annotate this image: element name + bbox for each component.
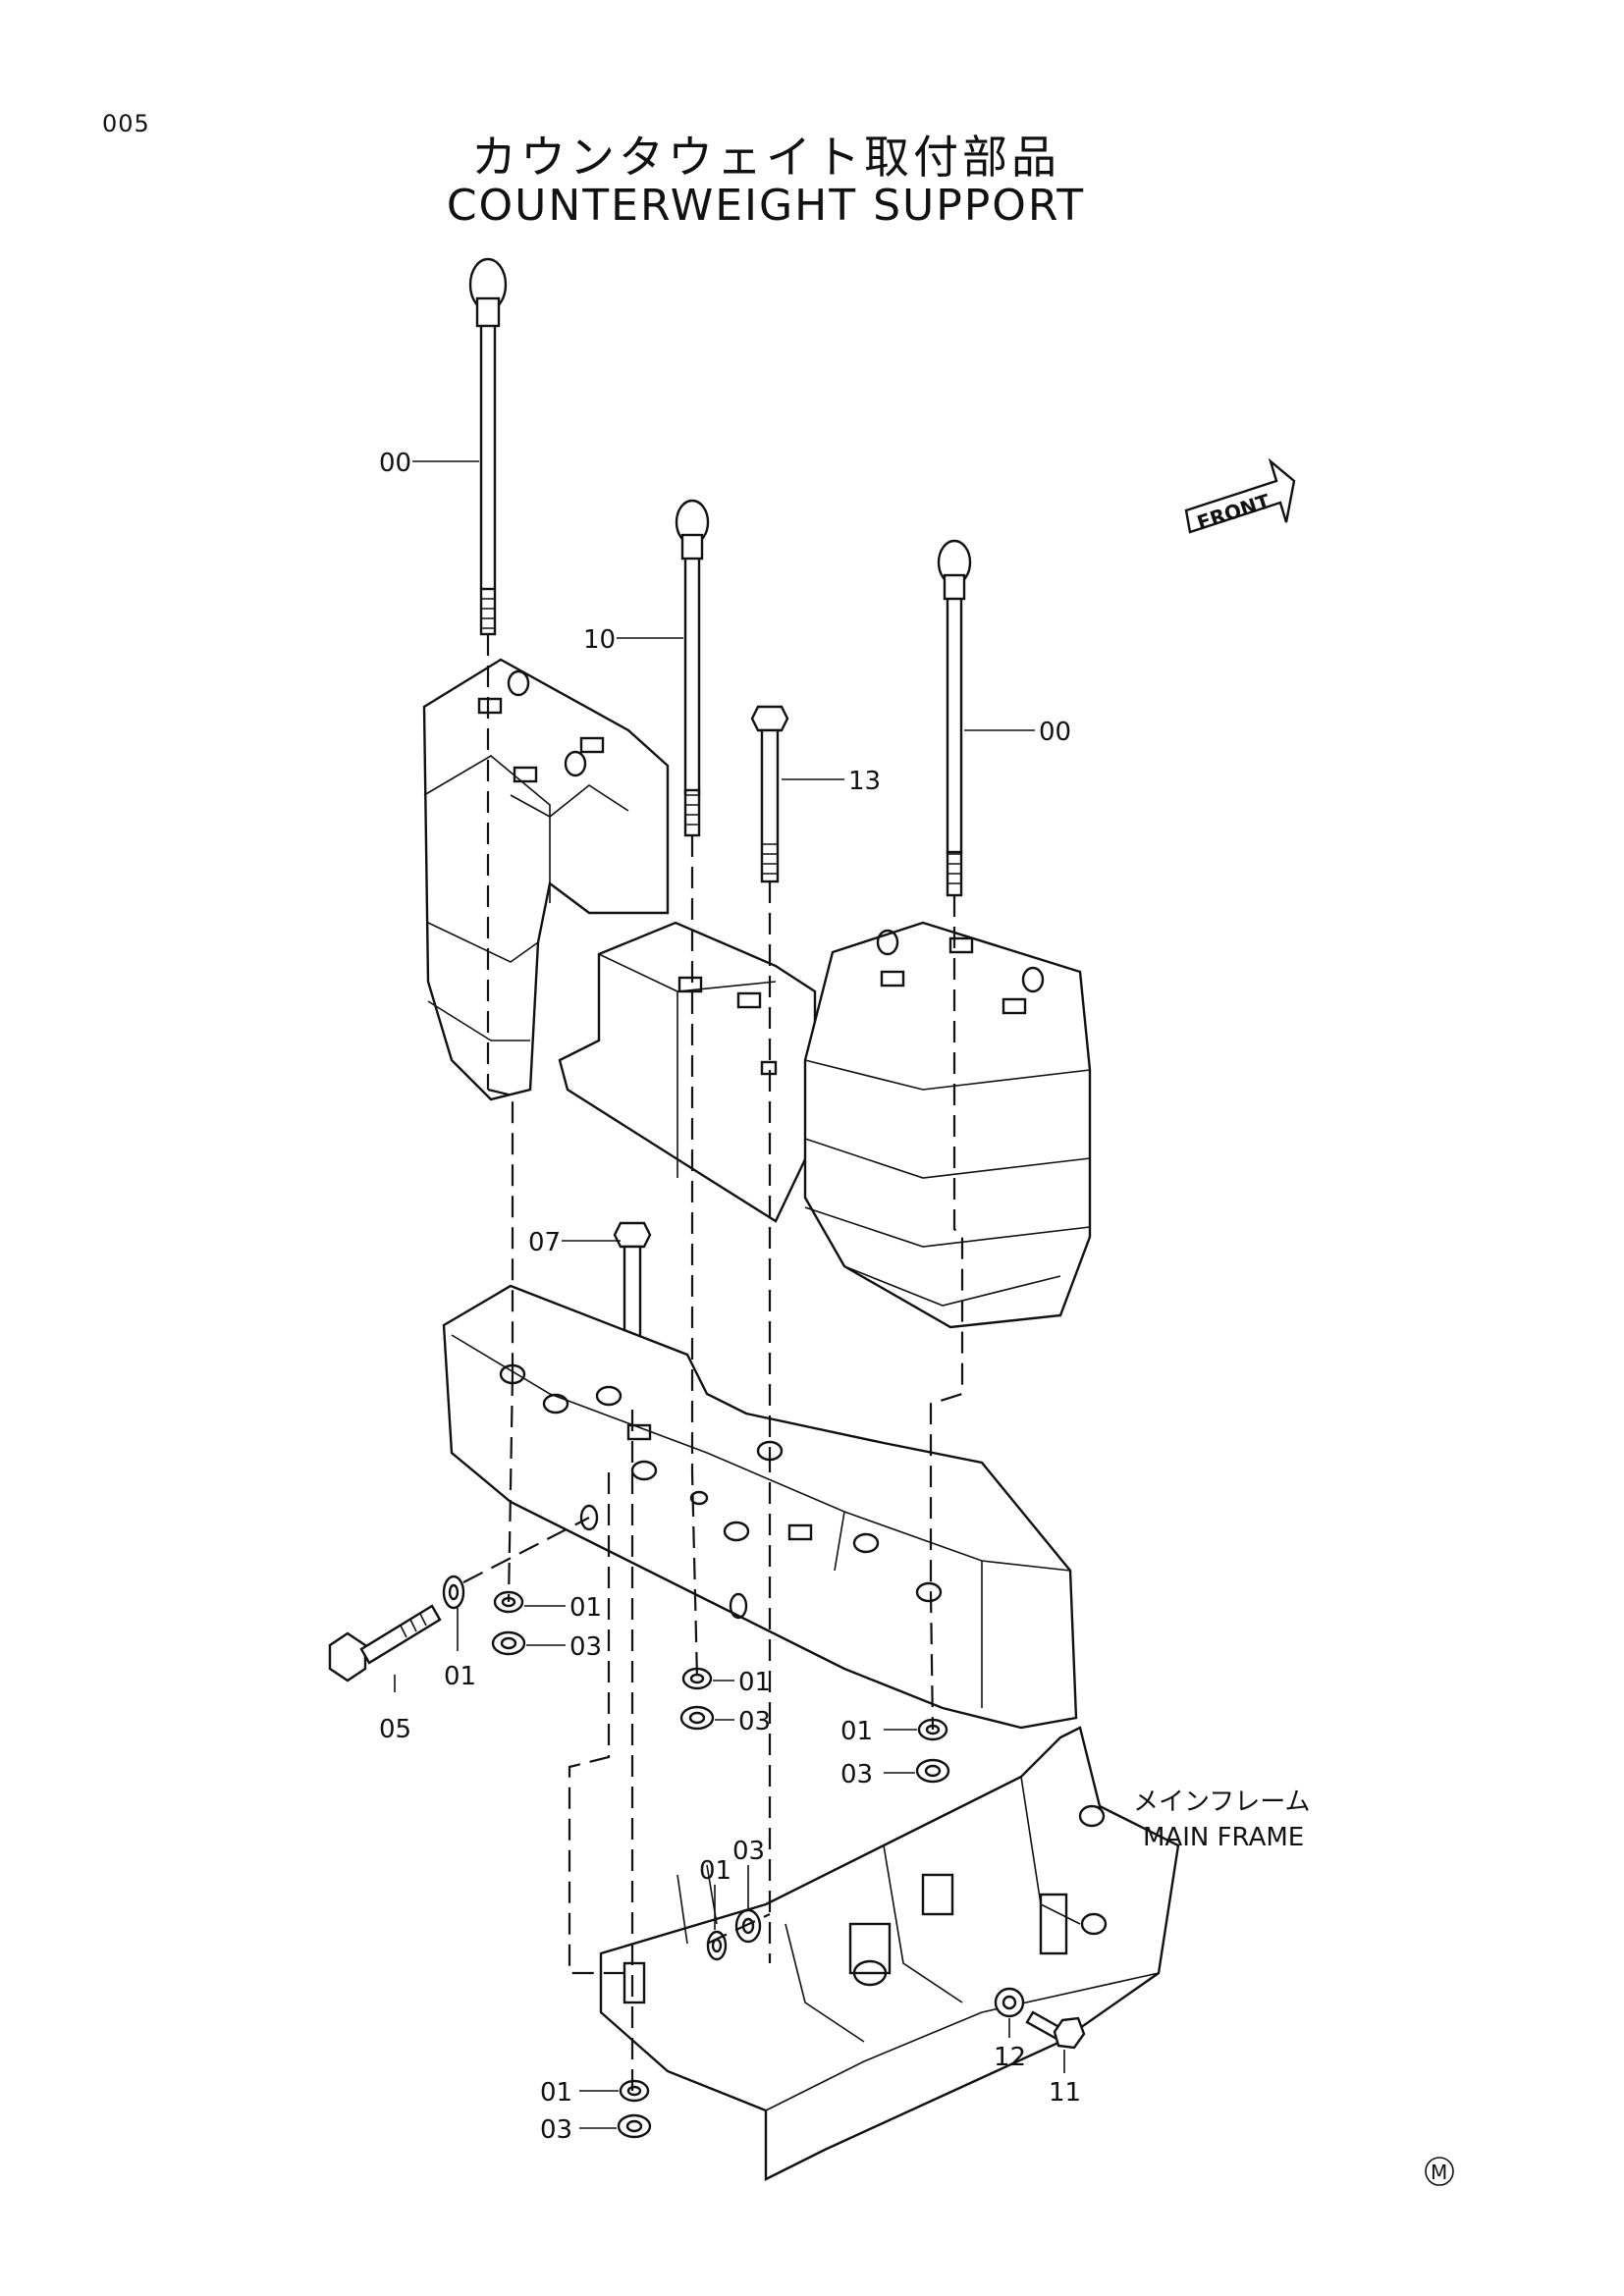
nut-03-e	[734, 1908, 762, 1944]
callout-washer-01-d: 01	[840, 1717, 873, 1746]
callout-bolt-05: 05	[379, 1715, 411, 1744]
hex-bolt-11	[1025, 2010, 1086, 2050]
nut-12	[994, 1987, 1025, 2018]
nut-03-f	[617, 2113, 652, 2139]
washer-01-f	[619, 2079, 650, 2103]
washer-01-b	[442, 1575, 465, 1610]
assembly-lines	[462, 634, 964, 2091]
callout-bolt-13: 13	[848, 767, 881, 796]
callout-bolt-07: 07	[528, 1228, 561, 1257]
counterweight-left	[422, 658, 670, 1101]
main-frame-label-ja: メインフレーム	[1133, 1788, 1310, 1817]
hex-bolt-13	[750, 705, 789, 883]
callout-nut-03-e: 03	[732, 1837, 765, 1866]
page-number: 005	[102, 110, 150, 137]
callout-nut-03-d: 03	[840, 1760, 873, 1789]
corner-mark-icon: M	[1425, 2157, 1454, 2186]
eyebolt-right	[937, 539, 972, 897]
counterweight-right	[803, 921, 1092, 1329]
nut-03-d	[915, 1758, 950, 1784]
callout-nut-03-a: 03	[569, 1632, 602, 1662]
corner-mark-letter: M	[1431, 2161, 1447, 2184]
nut-03-a	[491, 1630, 526, 1656]
hex-bolt-05	[328, 1604, 442, 1682]
callout-nut-03-f: 03	[540, 2115, 572, 2145]
main-frame	[599, 1726, 1180, 2181]
callout-eyebolt-center: 10	[583, 625, 616, 655]
callout-washer-01-a: 01	[569, 1593, 602, 1623]
eyebolt-left	[468, 257, 508, 636]
title-japanese: カウンタウェイト取付部品	[471, 131, 1060, 184]
callout-bolt-11: 11	[1049, 2078, 1081, 2108]
callout-nut-12: 12	[994, 2043, 1026, 2072]
main-frame-label-en: MAIN FRAME	[1143, 1823, 1304, 1852]
callout-washer-01-f: 01	[540, 2078, 572, 2108]
callout-washer-01-b: 01	[444, 1662, 476, 1691]
counterweight-base	[442, 1284, 1078, 1730]
counterweight-center	[558, 921, 817, 1223]
nut-03-c	[679, 1705, 715, 1731]
callout-washer-01-c: 01	[738, 1668, 771, 1697]
front-arrow-icon: FRONT	[1184, 457, 1296, 535]
callout-eyebolt-right: 00	[1039, 718, 1071, 747]
callout-eyebolt-left: 00	[379, 449, 411, 478]
callout-washer-01-e: 01	[699, 1856, 731, 1886]
leader-lines	[394, 460, 1065, 2129]
callout-nut-03-c: 03	[738, 1707, 771, 1736]
title-english: COUNTERWEIGHT SUPPORT	[446, 181, 1086, 231]
eyebolt-center	[675, 499, 710, 837]
